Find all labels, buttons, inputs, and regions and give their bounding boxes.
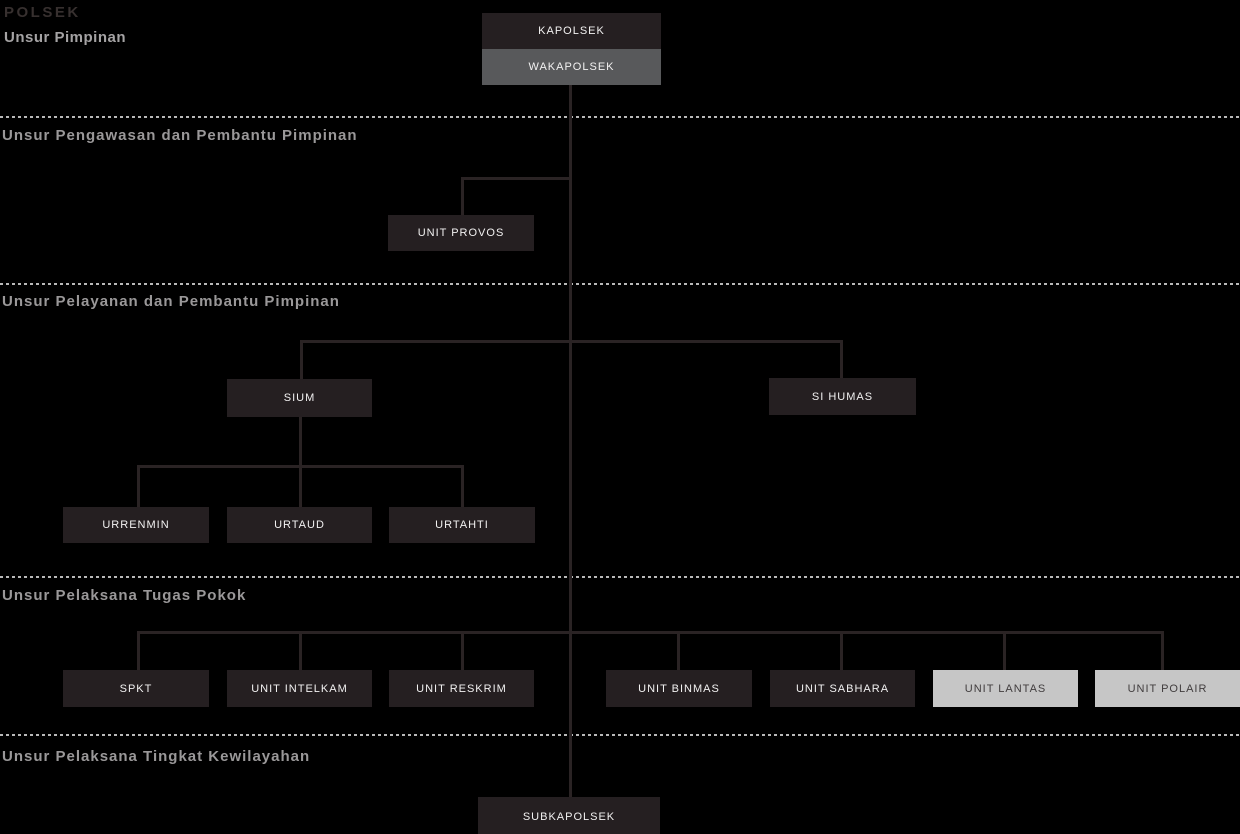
connector-spkt-drop — [137, 631, 140, 670]
connector-trunk-vertical — [569, 85, 572, 797]
connector-si-humas-drop — [840, 340, 843, 378]
node-urtahti: URTAHTI — [389, 507, 535, 543]
connector-urtahti-drop — [461, 465, 464, 507]
connector-sium-humas-horizontal — [300, 340, 843, 343]
node-wakapolsek: WAKAPOLSEK — [482, 49, 661, 85]
connector-provos-horizontal — [461, 177, 572, 180]
connector-sium-children-horizontal — [137, 465, 464, 468]
section-label-unsur-pengawasan: Unsur Pengawasan dan Pembantu Pimpinan — [2, 127, 358, 144]
connector-unit-polair-drop — [1161, 631, 1164, 670]
connector-unit-lantas-drop — [1003, 631, 1006, 670]
section-label-unsur-pelayanan: Unsur Pelayanan dan Pembantu Pimpinan — [2, 293, 340, 310]
connector-unit-intelkam-drop — [299, 631, 302, 670]
page-title: POLSEK — [4, 4, 81, 21]
node-unit-polair: UNIT POLAIR — [1095, 670, 1240, 707]
section-divider-4 — [0, 734, 1240, 736]
connector-units-horizontal — [137, 631, 1164, 634]
node-unit-lantas: UNIT LANTAS — [933, 670, 1078, 707]
section-label-unsur-kewilayahan: Unsur Pelaksana Tingkat Kewilayahan — [2, 748, 311, 765]
connector-urrenmin-drop — [137, 465, 140, 507]
section-label-unsur-pelaksana-tugas-pokok: Unsur Pelaksana Tugas Pokok — [2, 587, 247, 604]
section-divider-3 — [0, 576, 1240, 578]
node-sium: SIUM — [227, 379, 372, 417]
connector-unit-sabhara-drop — [840, 631, 843, 670]
node-subkapolsek: SUBKAPOLSEK — [478, 797, 660, 834]
node-urtaud: URTAUD — [227, 507, 372, 543]
connector-unit-binmas-drop — [677, 631, 680, 670]
node-spkt: SPKT — [63, 670, 209, 707]
connector-provos-drop — [461, 177, 464, 215]
node-unit-reskrim: UNIT RESKRIM — [389, 670, 534, 707]
node-unit-binmas: UNIT BINMAS — [606, 670, 752, 707]
node-unit-provos: UNIT PROVOS — [388, 215, 534, 251]
node-unit-sabhara: UNIT SABHARA — [770, 670, 915, 707]
section-divider-1 — [0, 116, 1240, 118]
connector-sium-drop — [300, 340, 303, 379]
section-label-unsur-pimpinan: Unsur Pimpinan — [4, 29, 127, 46]
connector-sium-children-vertical — [299, 417, 302, 507]
node-urrenmin: URRENMIN — [63, 507, 209, 543]
node-unit-intelkam: UNIT INTELKAM — [227, 670, 372, 707]
connector-unit-reskrim-drop — [461, 631, 464, 670]
node-kapolsek: KAPOLSEK — [482, 13, 661, 49]
node-si-humas: SI HUMAS — [769, 378, 916, 415]
section-divider-2 — [0, 283, 1240, 285]
